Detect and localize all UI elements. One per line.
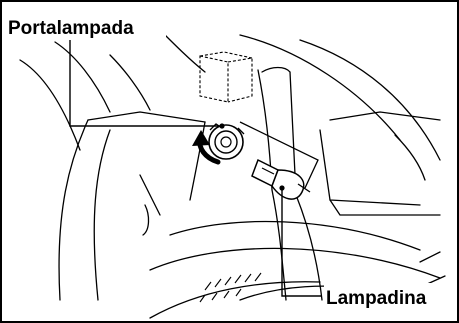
bulb-holder-leader-dot [219, 123, 224, 128]
bulb-holder [209, 124, 244, 159]
bulb-leader-dot [279, 185, 284, 190]
bulb-label: Lampadina [326, 288, 427, 309]
bulb-holder-label: Portalampada [8, 18, 134, 39]
